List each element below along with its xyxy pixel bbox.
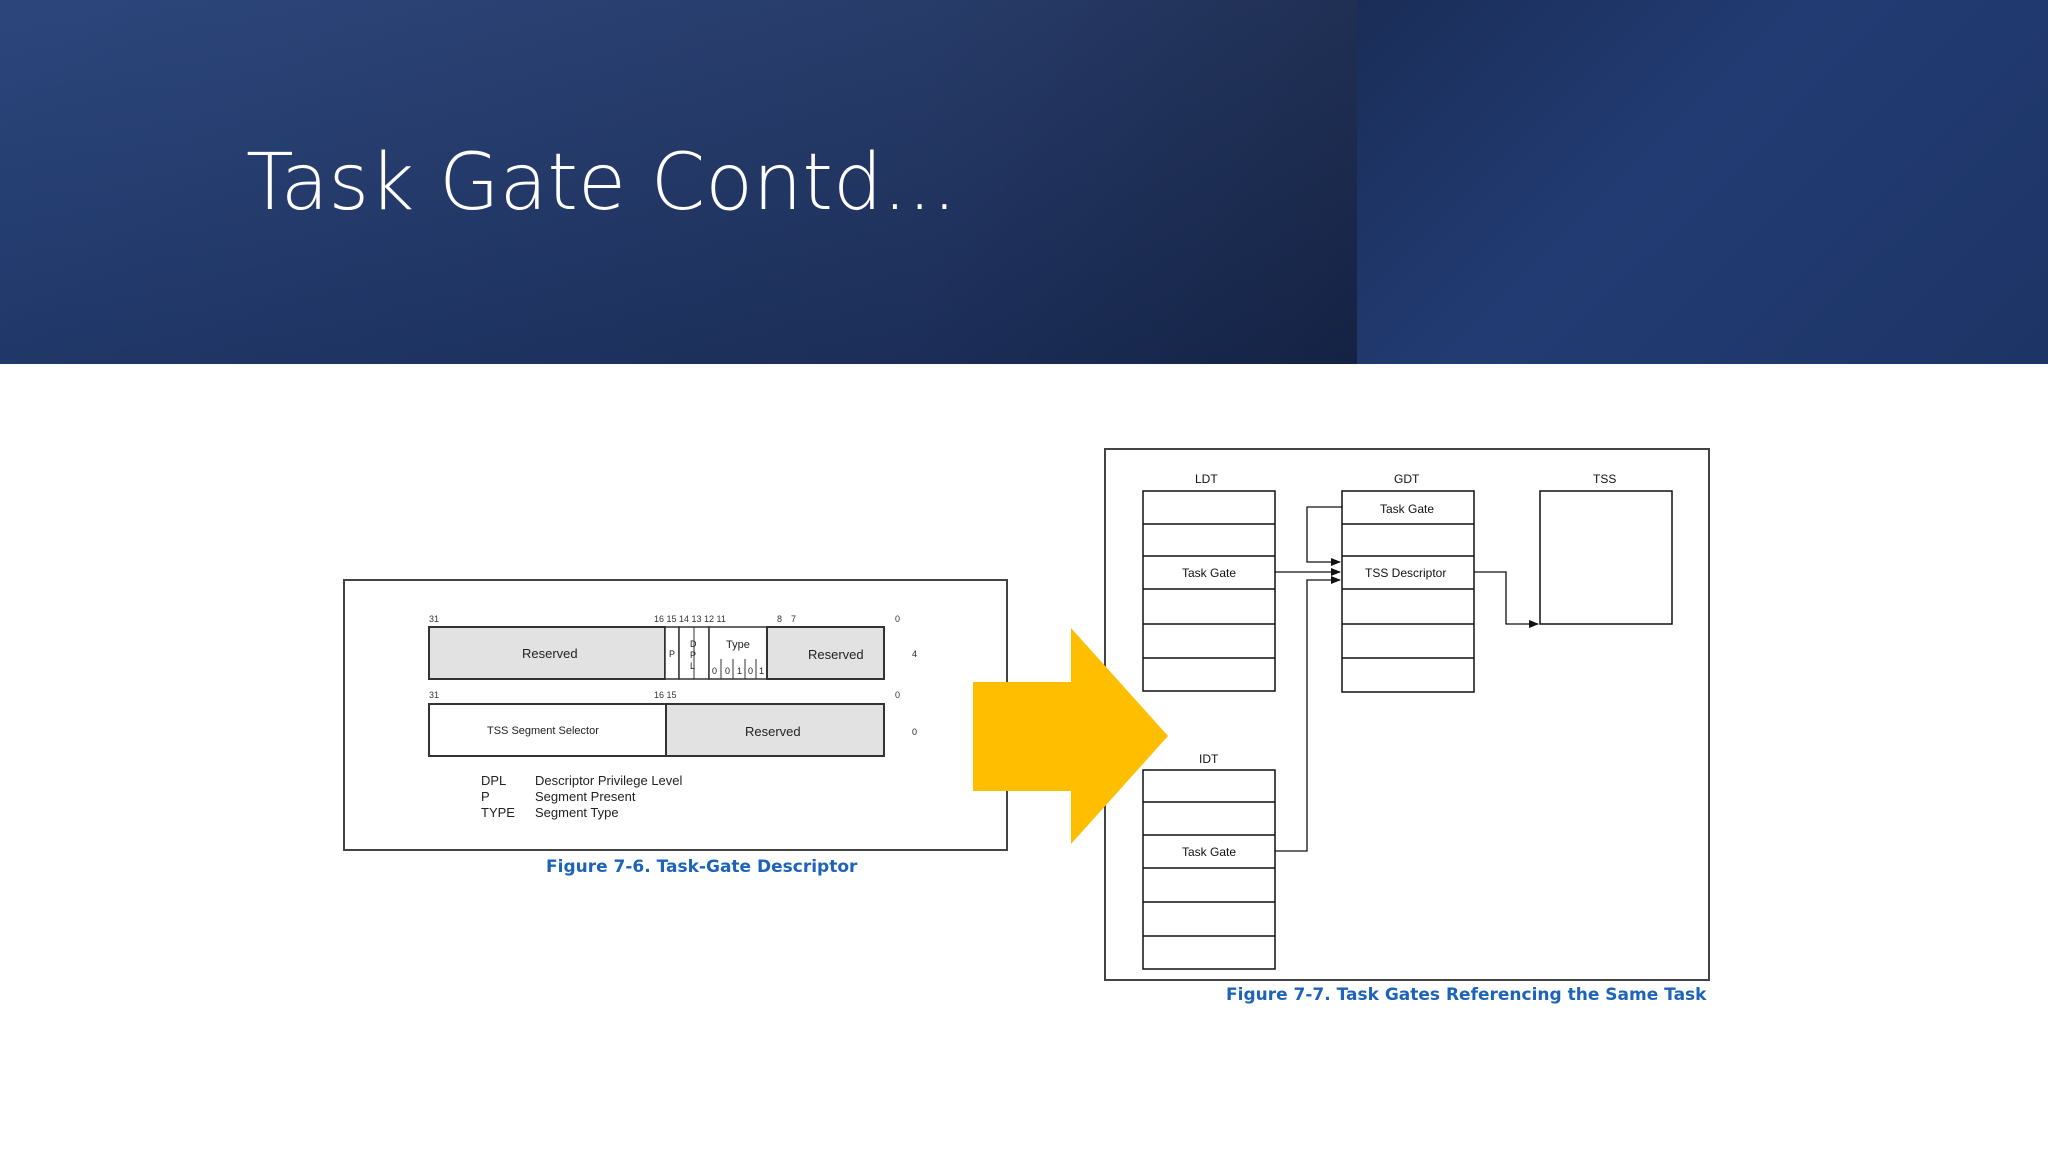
type-label: Type	[726, 639, 750, 651]
tss-descriptor-to-tss-arrow	[1474, 571, 1539, 628]
legend-abbr: DPL	[481, 773, 506, 788]
tss-label: TSS	[1593, 472, 1616, 486]
type-field	[708, 626, 768, 680]
byte-offset: 4	[912, 649, 917, 659]
figure-caption: Figure 7-7. Task Gates Referencing the S…	[1226, 985, 1707, 1005]
dpl-letter: D	[690, 639, 697, 649]
title-banner: Task Gate Contd...	[0, 0, 2048, 364]
reserved-field	[665, 703, 885, 757]
legend-abbr: P	[481, 789, 490, 804]
reserved-label: Reserved	[808, 647, 864, 662]
bit-label: 7	[791, 614, 796, 624]
byte-offset: 0	[912, 727, 917, 737]
bit-label: 16 15	[654, 690, 677, 700]
idt-to-tss-descriptor-arrow	[1275, 576, 1341, 852]
tss-box	[1539, 490, 1673, 625]
idt-task-gate-entry: Task Gate	[1182, 845, 1236, 859]
task-gates-same-task-figure: LDT GDT TSS IDT Task Gate Task Gate TSS …	[1104, 448, 1710, 981]
p-bit-label: P	[669, 649, 675, 659]
figure-caption: Figure 7-6. Task-Gate Descriptor	[546, 857, 858, 877]
bit-label: 0	[895, 614, 900, 624]
arrow-right-icon	[973, 628, 1168, 844]
bit-label: 31	[429, 614, 439, 624]
ldt-task-gate-entry: Task Gate	[1182, 566, 1236, 580]
type-bit: 0	[712, 666, 717, 676]
bit-label: 8	[777, 614, 782, 624]
bit-label: 16 15 14 13 12 11	[654, 614, 726, 624]
banner-accent-panel	[1357, 0, 2048, 364]
tss-selector-label: TSS Segment Selector	[487, 725, 599, 737]
task-gates-diagram: LDT GDT TSS IDT Task Gate Task Gate TSS …	[1142, 472, 1673, 970]
legend-desc: Segment Present	[535, 789, 636, 804]
dpl-letter: L	[690, 661, 695, 671]
legend-desc: Segment Type	[535, 805, 619, 820]
gdt-task-gate-entry: Task Gate	[1380, 502, 1434, 516]
type-bit: 0	[748, 666, 753, 676]
type-bit: 0	[725, 666, 730, 676]
idt-label: IDT	[1199, 752, 1219, 766]
gdt-label: GDT	[1394, 472, 1420, 486]
type-bit: 1	[737, 666, 742, 676]
reserved-label: Reserved	[522, 646, 578, 661]
dpl-letter: P	[690, 650, 696, 660]
type-bit: 1	[759, 666, 764, 676]
slide-title: Task Gate Contd...	[246, 138, 957, 228]
ldt-label: LDT	[1195, 472, 1218, 486]
descriptor-diagram: 31 16 15 14 13 12 11 8 7 0 Reserved Rese…	[428, 614, 917, 820]
gdt-tss-descriptor-entry: TSS Descriptor	[1365, 566, 1446, 580]
reserved-low-field	[766, 626, 885, 680]
reserved-label: Reserved	[745, 724, 801, 739]
gdt-gate-to-tss-descriptor-arrow	[1306, 506, 1342, 566]
idt-table	[1142, 769, 1276, 970]
bit-label: 0	[895, 690, 900, 700]
ldt-table	[1142, 490, 1276, 692]
gdt-table	[1341, 490, 1475, 693]
bit-label: 31	[429, 690, 439, 700]
reserved-high-field	[428, 626, 666, 680]
task-gate-descriptor-figure: 31 16 15 14 13 12 11 8 7 0 Reserved Rese…	[343, 579, 1008, 851]
legend-desc: Descriptor Privilege Level	[535, 773, 683, 788]
legend-abbr: TYPE	[481, 805, 515, 820]
